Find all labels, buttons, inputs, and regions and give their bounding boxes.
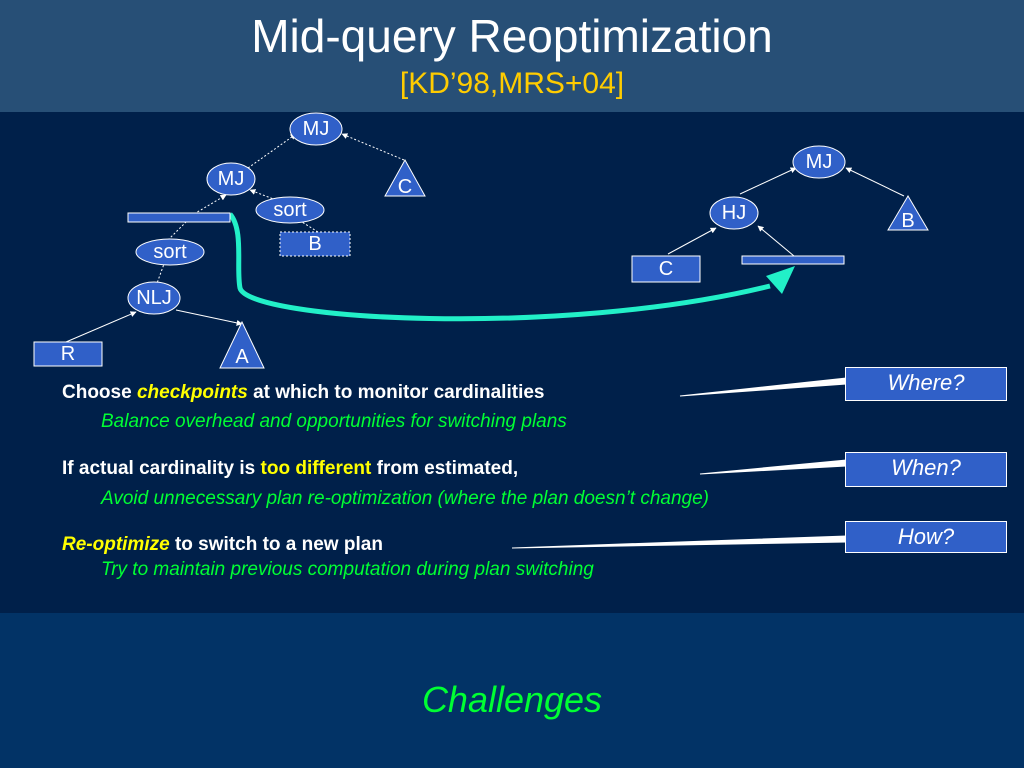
edge-b-to-sort (301, 221, 319, 233)
edge-checkpoint-to-hj (757, 225, 795, 257)
pointer-how (511, 535, 847, 549)
left-table-c-label: C (398, 176, 412, 198)
left-upper-sort-label: sort (273, 199, 307, 221)
left-root-mj-label: MJ (303, 118, 330, 140)
left-table-c-triangle (384, 158, 426, 197)
point-3-heading: Re-optimize to switch to a new plan (62, 533, 383, 557)
left-root-mj-node (289, 112, 343, 146)
title-band (0, 0, 1024, 112)
edge-r-to-nlj (65, 311, 137, 343)
edge-lower-sort-to-checkpoint (167, 221, 187, 241)
pointer-when (699, 459, 847, 475)
plan-switch-arrow (227, 212, 795, 322)
left-nlj-node (127, 281, 181, 315)
left-plan-nodes: MJ MJ C sort B sort NLJ R A (33, 112, 426, 369)
right-hj-label: HJ (722, 202, 746, 224)
bottom-band (0, 613, 1024, 768)
point-2-prefix: If actual cardinality is (62, 458, 261, 479)
callout-when: When? (845, 452, 1007, 487)
point-1-highlight: checkpoints (136, 382, 248, 403)
right-table-b-label: B (901, 210, 914, 232)
left-table-a-triangle (219, 320, 265, 369)
edge-mid-mj-to-root-mj (247, 133, 297, 169)
right-table-b-triangle (887, 195, 929, 231)
left-table-a-label: A (235, 346, 249, 368)
left-table-r-box (33, 341, 103, 367)
left-table-b-box (279, 231, 351, 257)
left-table-b-label: B (308, 233, 321, 255)
right-root-mj-node (792, 145, 846, 179)
callout-how: How? (845, 521, 1007, 553)
left-plan-edges (65, 133, 405, 343)
point-2-detail: Avoid unnecessary plan re-optimization (… (101, 488, 710, 509)
right-root-mj-label: MJ (806, 151, 833, 173)
right-table-c-label: C (659, 258, 673, 280)
edge-checkpoint-to-mid-mj (193, 194, 227, 215)
left-mid-mj-node (206, 162, 256, 196)
point-1-prefix: Choose (62, 382, 137, 403)
left-upper-sort-node (255, 196, 325, 224)
left-mid-mj-label: MJ (218, 168, 245, 190)
callout-pointers (511, 377, 847, 549)
right-hj-node (709, 196, 759, 230)
left-checkpoint-bar (127, 212, 231, 223)
edge-c-to-root-mj (341, 133, 405, 161)
left-nlj-label: NLJ (136, 287, 172, 309)
point-1-heading: Choose checkpoints at which to monitor c… (62, 381, 544, 405)
slide-title: Mid-query Reoptimization (251, 10, 773, 62)
point-3-suffix: to switch to a new plan (169, 534, 383, 555)
pointer-where (679, 377, 847, 397)
edge-sort-to-mid-mj (249, 189, 277, 201)
point-1-detail: Balance overhead and opportunities for s… (101, 411, 567, 432)
point-2-suffix: from estimated, (371, 458, 519, 479)
right-plan-nodes: MJ HJ B C (631, 145, 929, 283)
right-table-c-box (631, 255, 701, 283)
edge-c-to-hj (667, 227, 717, 255)
edge-a-to-nlj (175, 309, 243, 326)
point-2-highlight: too different (260, 458, 372, 479)
left-table-r-label: R (61, 343, 75, 365)
point-3-detail: Try to maintain previous computation dur… (101, 559, 594, 580)
left-lower-sort-node (135, 238, 205, 266)
point-3-highlight: Re-optimize (62, 534, 170, 555)
point-2-heading: If actual cardinality is too different f… (62, 457, 518, 481)
point-1-suffix: at which to monitor cardinalities (247, 382, 545, 403)
callout-where: Where? (845, 367, 1007, 401)
footer-challenges: Challenges (421, 679, 603, 720)
right-plan-edges (667, 167, 905, 257)
edge-b-to-root-mj (845, 167, 905, 197)
left-lower-sort-label: sort (153, 241, 187, 263)
right-checkpoint-bar (741, 255, 845, 265)
slide-subtitle: [KD’98,MRS+04] (399, 67, 625, 100)
edge-hj-to-root-mj (739, 167, 797, 195)
